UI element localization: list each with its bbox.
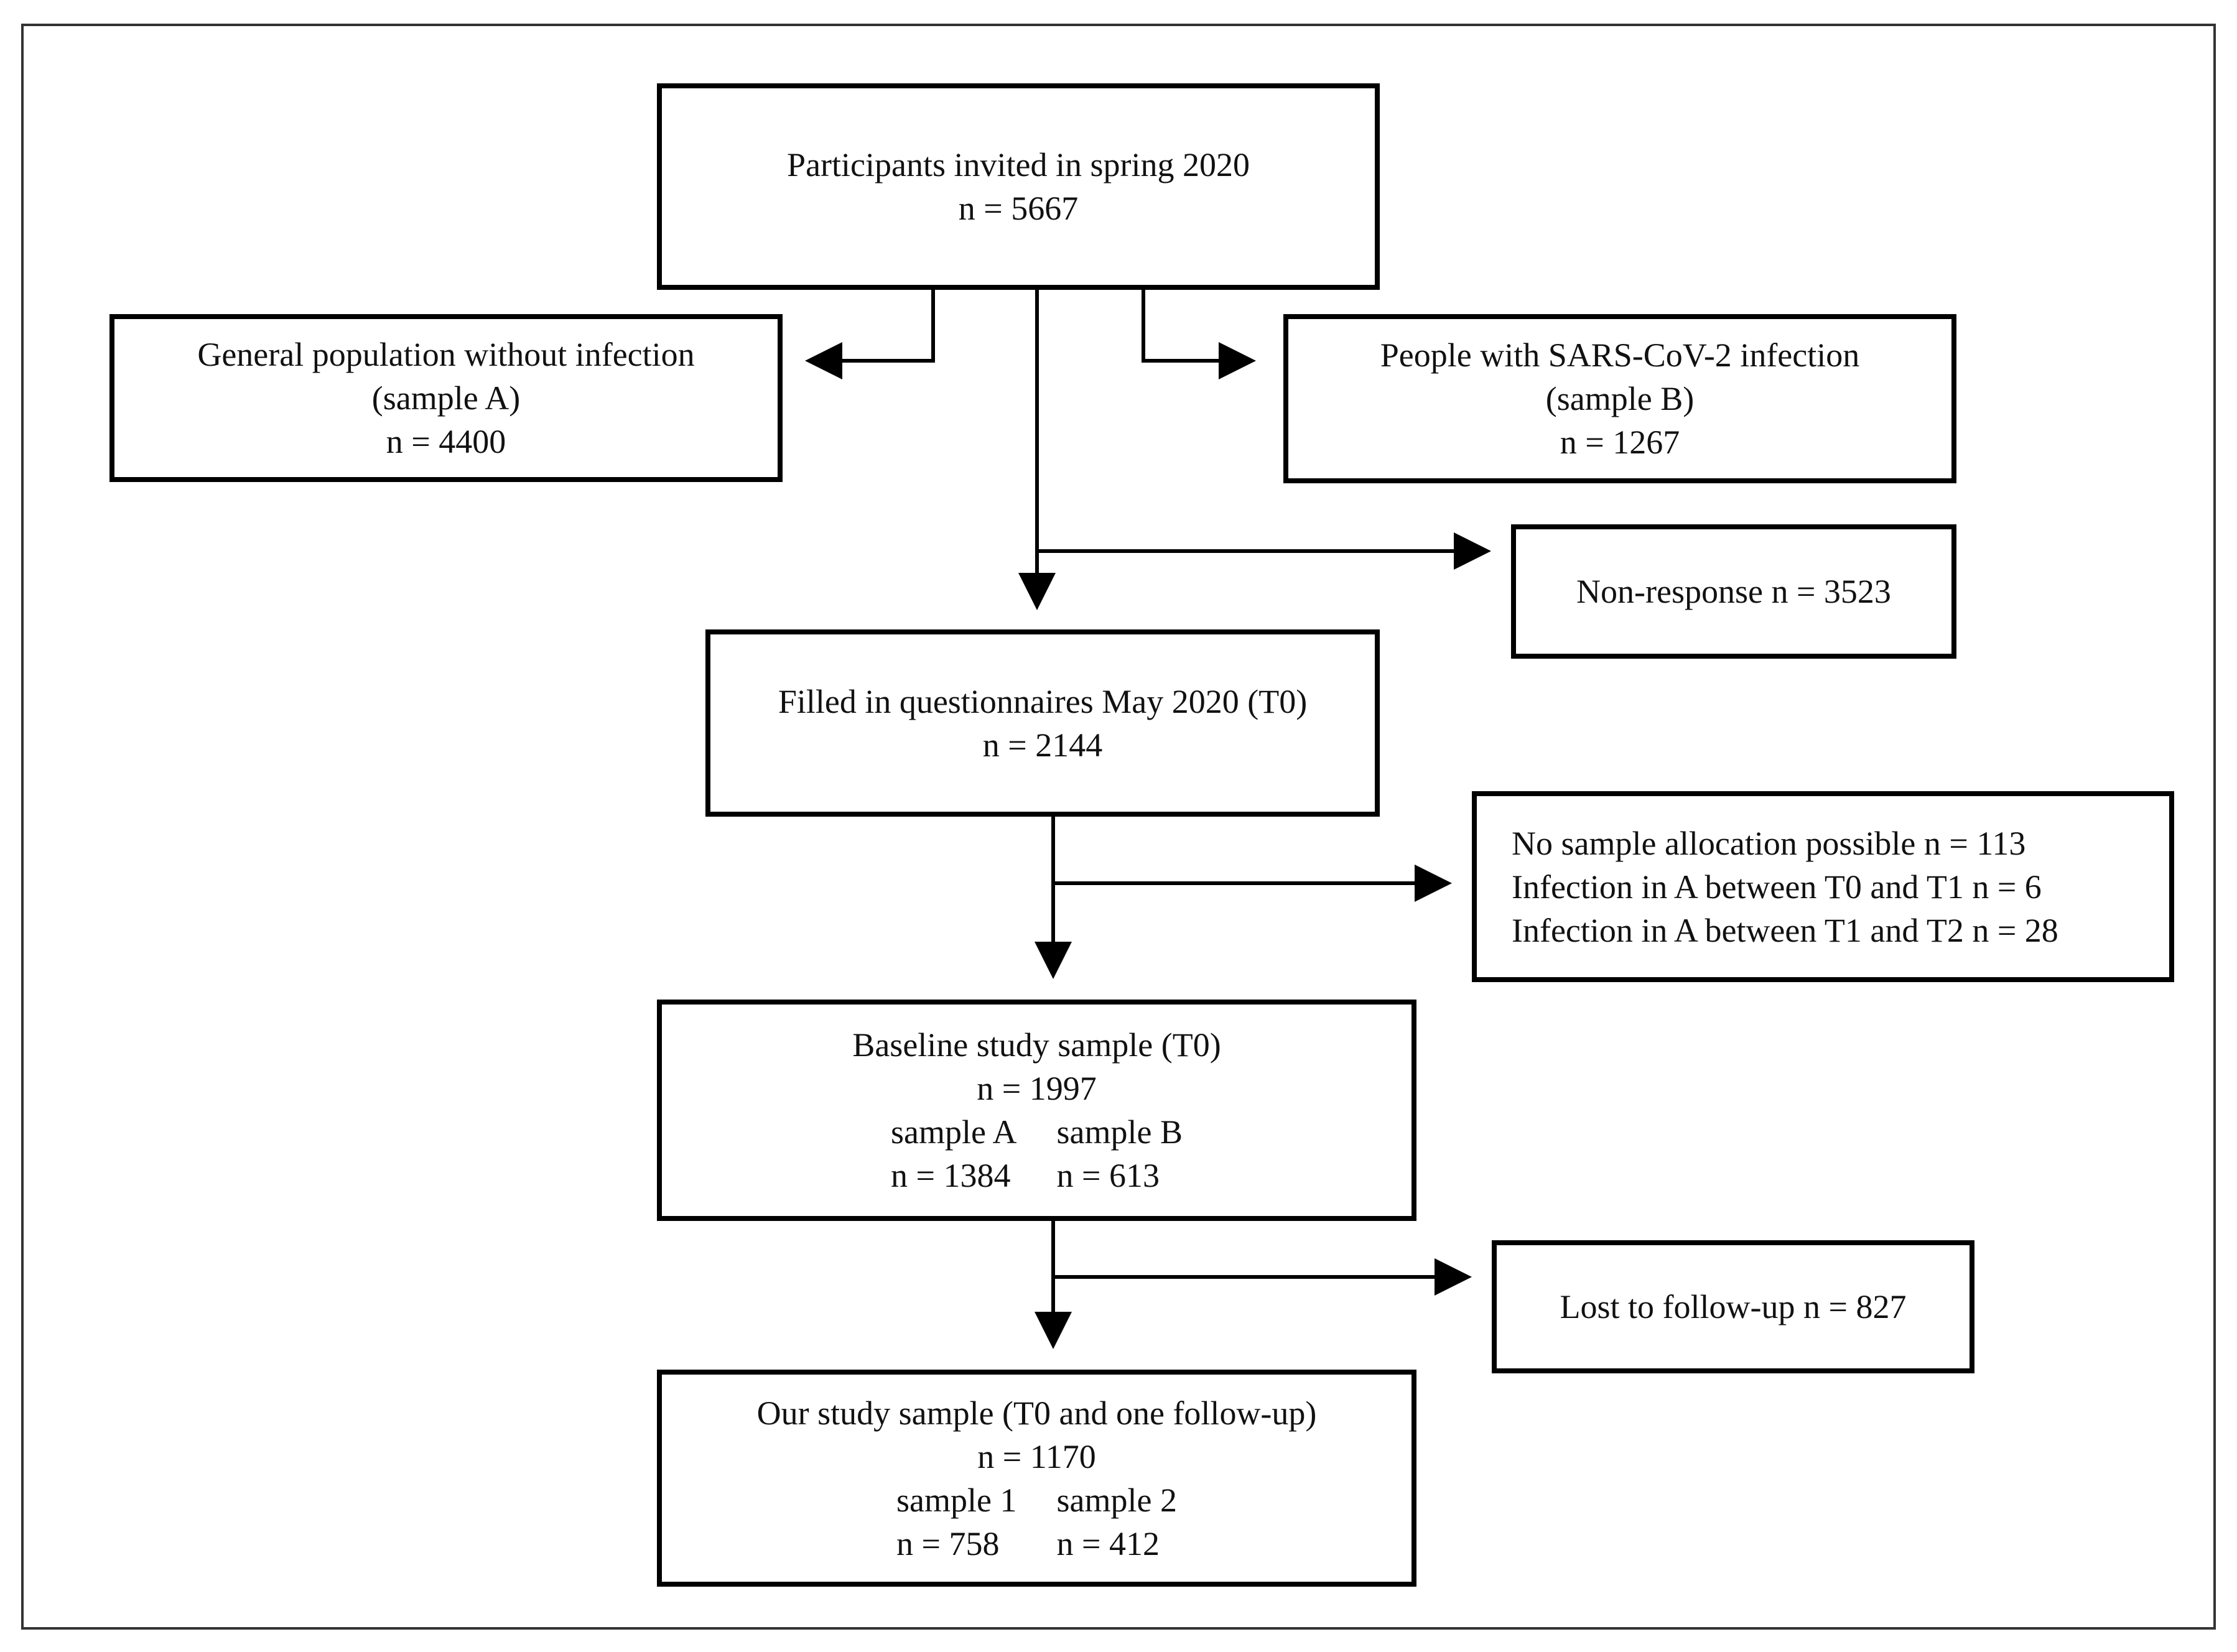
sample-b-count: n = 1267	[1560, 424, 1680, 461]
final-col-2-label: sample 2	[1056, 1481, 1177, 1519]
final-col-1-label: sample 1	[896, 1481, 1017, 1519]
excluded-box: No sample allocation possible n = 113 In…	[1472, 791, 2174, 982]
filled-count: n = 2144	[982, 726, 1103, 764]
baseline-col-a-count: n = 1384	[891, 1157, 1011, 1194]
final-count: n = 1170	[977, 1437, 1096, 1475]
filled-title: Filled in questionnaires May 2020 (T0)	[778, 682, 1308, 720]
baseline-count: n = 1997	[977, 1070, 1097, 1107]
final-col-1: sample 1 n = 758	[896, 1478, 1016, 1566]
baseline-subgroups: sample A n = 1384 sample B n = 613	[891, 1110, 1183, 1197]
final-col-1-count: n = 758	[896, 1524, 1000, 1562]
sample-a-title: General population without infection	[197, 336, 695, 373]
baseline-col-b-label: sample B	[1056, 1113, 1183, 1151]
baseline-col-b-count: n = 613	[1056, 1157, 1160, 1194]
lost-text: Lost to follow-up n = 827	[1560, 1288, 1907, 1325]
baseline-col-a: sample A n = 1384	[891, 1110, 1016, 1197]
sample-b-box: People with SARS-CoV-2 infection (sample…	[1283, 314, 1956, 483]
baseline-col-a-label: sample A	[891, 1113, 1017, 1151]
figure-frame	[21, 24, 2216, 1630]
excluded-line-no-allocation: No sample allocation possible n = 113	[1512, 824, 2026, 862]
final-subgroups: sample 1 n = 758 sample 2 n = 412	[896, 1478, 1177, 1566]
non-response-text: Non-response n = 3523	[1576, 573, 1891, 610]
arrow-invited-to-sample-b	[1142, 290, 1256, 379]
arrow-invited-to-sample-a	[805, 290, 935, 379]
final-col-2: sample 2 n = 412	[1057, 1478, 1177, 1566]
baseline-col-b: sample B n = 613	[1057, 1110, 1183, 1197]
invited-box: Participants invited in spring 2020 n = …	[657, 83, 1380, 290]
sample-b-label: (sample B)	[1545, 380, 1695, 417]
non-response-box: Non-response n = 3523	[1511, 524, 1956, 659]
invited-count: n = 5667	[958, 190, 1079, 227]
lost-to-follow-up-box: Lost to follow-up n = 827	[1492, 1240, 1974, 1373]
final-title: Our study sample (T0 and one follow-up)	[756, 1394, 1317, 1432]
sample-a-box: General population without infection (sa…	[109, 314, 783, 482]
baseline-sample-box: Baseline study sample (T0) n = 1997 samp…	[657, 1000, 1416, 1221]
baseline-title: Baseline study sample (T0)	[852, 1026, 1221, 1064]
final-study-sample-box: Our study sample (T0 and one follow-up) …	[657, 1370, 1416, 1587]
sample-a-count: n = 4400	[386, 423, 506, 460]
sample-a-label: (sample A)	[371, 379, 521, 417]
excluded-line-t0-t1: Infection in A between T0 and T1 n = 6	[1512, 868, 2042, 906]
final-col-2-count: n = 412	[1056, 1524, 1160, 1562]
filled-questionnaires-box: Filled in questionnaires May 2020 (T0) n…	[705, 629, 1380, 817]
excluded-line-t1-t2: Infection in A between T1 and T2 n = 28	[1512, 911, 2058, 949]
sample-b-title: People with SARS-CoV-2 infection	[1380, 336, 1860, 374]
invited-title: Participants invited in spring 2020	[787, 146, 1250, 183]
